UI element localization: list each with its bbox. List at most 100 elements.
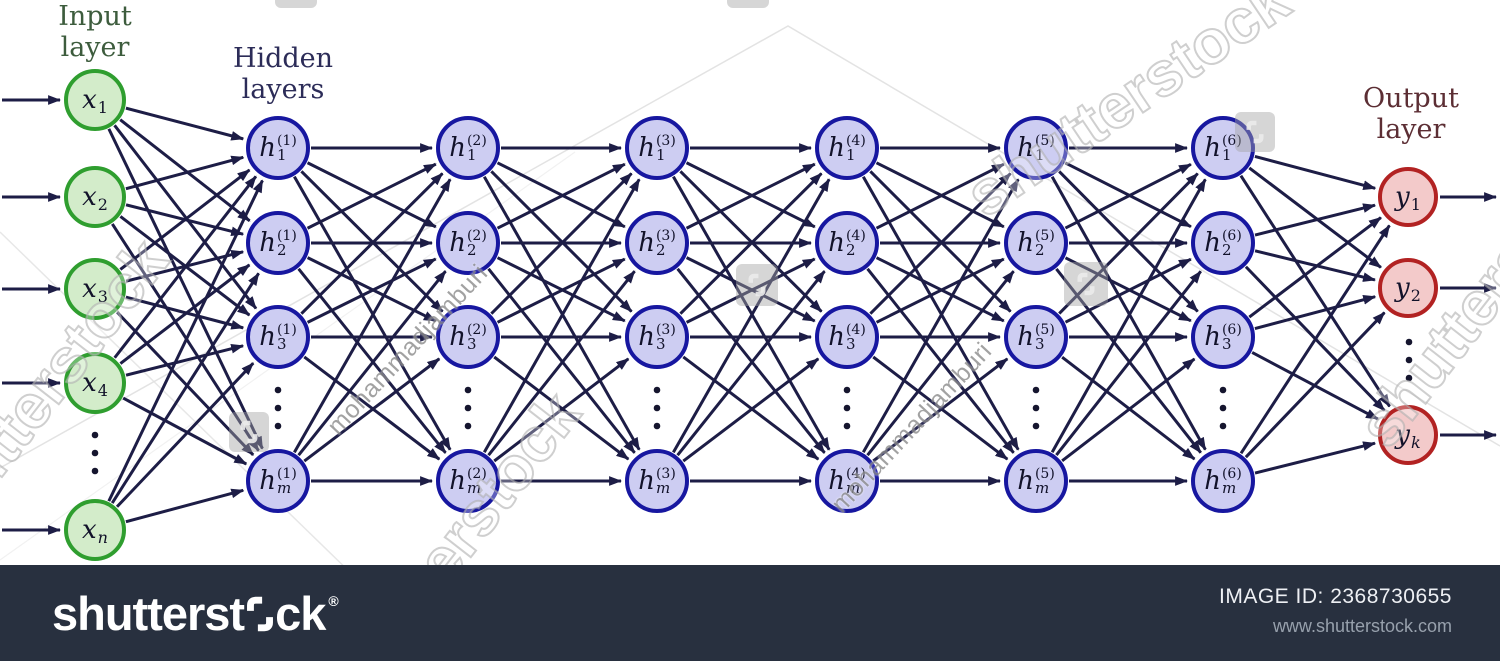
edge (493, 357, 630, 463)
edge (297, 270, 447, 457)
edge (496, 162, 626, 230)
edge (487, 270, 636, 457)
watermark-tile-icon (1235, 112, 1275, 152)
ellipsis-dots-group (91, 338, 1413, 475)
edge (111, 223, 260, 452)
edge (1248, 216, 1382, 319)
input-layer-title: Input layer (58, 1, 132, 63)
edge (1254, 441, 1377, 475)
edge (306, 257, 437, 324)
edge (125, 106, 245, 141)
ellipsis-dot (1405, 356, 1413, 364)
edge (107, 179, 264, 502)
ellipsis-dot (91, 431, 99, 439)
edge (869, 172, 1012, 315)
edge (875, 162, 1005, 230)
edge (1254, 295, 1377, 331)
footer-bar: shutterst ck ® IMAGE ID: 2368730655 www.… (0, 565, 1500, 661)
shutterstock-logo: shutterst ck ® (52, 586, 339, 640)
ellipsis-dot (843, 404, 851, 412)
edge (1254, 249, 1377, 282)
ellipsis-dot (843, 386, 851, 394)
edge (125, 343, 245, 377)
ellipsis-dot (1405, 338, 1413, 346)
edge (113, 175, 258, 359)
edge (685, 162, 816, 230)
edge (682, 357, 820, 463)
edge (110, 272, 260, 504)
edge (122, 396, 248, 466)
ellipsis-dot (464, 422, 472, 430)
ellipsis-dot (91, 467, 99, 475)
edge (1055, 270, 1202, 456)
edge (1064, 257, 1192, 324)
edge (119, 263, 251, 365)
edge (115, 362, 255, 508)
edge (679, 172, 823, 315)
ellipsis-dot (464, 386, 472, 394)
edge (1050, 178, 1207, 453)
edge (107, 128, 264, 450)
edge (293, 178, 452, 454)
watermark-tile-icon (229, 412, 269, 452)
output-layer-title: Output layer (1363, 83, 1459, 145)
ellipsis-dot (91, 449, 99, 457)
edge (119, 118, 251, 223)
edge (1248, 166, 1382, 269)
edge (676, 270, 826, 457)
edge (496, 257, 626, 324)
edge (1239, 174, 1391, 408)
edge (125, 155, 245, 191)
edge (875, 257, 1005, 324)
edge (1061, 357, 1196, 463)
edge (115, 311, 255, 456)
watermark-tile-icon (275, 0, 317, 8)
edge (490, 172, 633, 315)
ellipsis-dot (653, 422, 661, 430)
watermark-tile-icon (727, 0, 769, 8)
ellipsis-dot (1032, 422, 1040, 430)
logo-text-left: shutterst (52, 586, 245, 640)
edge (306, 162, 437, 230)
edge (1239, 224, 1391, 455)
ellipsis-dot (1032, 386, 1040, 394)
edge (303, 357, 441, 463)
edge (1254, 154, 1377, 190)
watermark-tile-icon (736, 264, 778, 306)
edges-group (2, 95, 1498, 535)
logo-text-right: ck (275, 586, 326, 640)
watermark-tile-icon (1064, 262, 1108, 306)
ellipsis-dot (653, 404, 661, 412)
edge (672, 178, 831, 454)
edge (119, 168, 251, 271)
edge (1254, 203, 1377, 237)
ellipsis-dot (1405, 374, 1413, 382)
edge (1064, 162, 1192, 230)
edge (482, 178, 641, 454)
ellipsis-dot (1219, 404, 1227, 412)
network-edges-svg (0, 25, 1500, 565)
edge (125, 295, 245, 330)
edge (1244, 311, 1386, 459)
ellipsis-dot (464, 404, 472, 412)
image-id-text: IMAGE ID: 2368730655 (1219, 585, 1452, 608)
edge (685, 257, 816, 324)
edge (872, 357, 1009, 463)
ellipsis-dot (1032, 404, 1040, 412)
website-text: www.shutterstock.com (1272, 616, 1452, 636)
edge (300, 172, 444, 315)
edge (866, 270, 1015, 457)
ellipsis-dot (274, 422, 282, 430)
ellipsis-dot (274, 404, 282, 412)
shutter-o-icon (247, 596, 274, 632)
edge (125, 488, 245, 524)
hidden-layers-title: Hidden layers (232, 43, 334, 105)
ellipsis-dot (1219, 386, 1227, 394)
edge (861, 178, 1020, 454)
registered-mark: ® (328, 592, 338, 609)
ellipsis-dot (1219, 422, 1227, 430)
ellipsis-dot (653, 386, 661, 394)
ellipsis-dot (274, 386, 282, 394)
edge (1058, 172, 1199, 315)
